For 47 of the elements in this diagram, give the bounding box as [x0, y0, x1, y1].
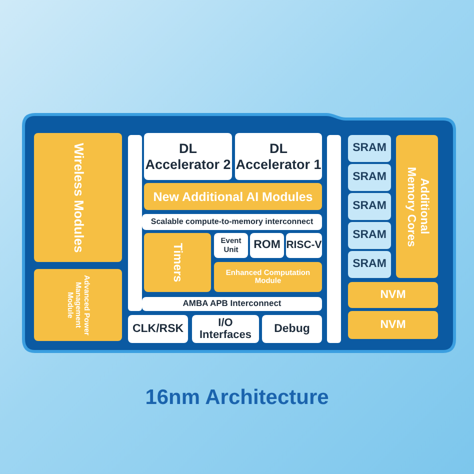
diagram-title: 16nm Architecture	[144, 386, 330, 410]
module-block	[144, 133, 232, 180]
module-block	[262, 315, 322, 343]
module-block	[235, 133, 322, 180]
module-block	[348, 282, 438, 308]
module-block	[286, 233, 322, 258]
block-label: NVM	[380, 318, 406, 332]
module-block	[214, 233, 248, 258]
memory-block	[348, 222, 391, 249]
memory-block	[348, 135, 391, 162]
block-label: NVM	[380, 288, 406, 302]
block-label: CLK/RSK	[132, 322, 184, 336]
memory-block	[348, 193, 391, 220]
block-label: Scalable compute-to-memory interconnect	[150, 218, 314, 226]
module-block	[34, 133, 122, 262]
memory-block	[348, 251, 391, 278]
block-label: I/O Interfaces	[198, 316, 252, 342]
memory-block	[348, 164, 391, 191]
block-label: SRAM	[352, 229, 386, 242]
module-block	[142, 297, 322, 311]
module-block	[144, 233, 211, 292]
block-label: ROM	[254, 239, 280, 252]
module-block	[34, 269, 122, 341]
interconnect-bar	[128, 135, 142, 311]
block-label: AMBA APB Interconnect	[182, 299, 282, 309]
interconnect-bar	[327, 135, 341, 343]
module-block	[192, 315, 259, 343]
module-block	[128, 315, 188, 343]
block-label: SRAM	[352, 200, 386, 213]
block-label: Debug	[274, 322, 310, 336]
module-block	[250, 233, 284, 258]
block-label: SRAM	[352, 142, 386, 155]
module-block	[142, 214, 322, 230]
block-label: SRAM	[352, 171, 386, 184]
module-block	[396, 135, 438, 278]
module-block	[214, 262, 322, 292]
block-label: Wireless Modules	[70, 142, 86, 252]
module-block	[144, 183, 322, 210]
block-label: New Additional AI Modules	[153, 190, 313, 204]
block-label: Timers	[170, 242, 184, 282]
block-label: DL Accelerator 1	[235, 141, 322, 172]
module-block	[348, 311, 438, 339]
block-label: Additional Memory Cores	[404, 166, 430, 248]
block-label: RISC-V	[286, 240, 322, 252]
block-label: SRAM	[352, 258, 386, 271]
block-label: DL Accelerator 2	[144, 141, 232, 172]
chip-package	[22, 113, 456, 353]
